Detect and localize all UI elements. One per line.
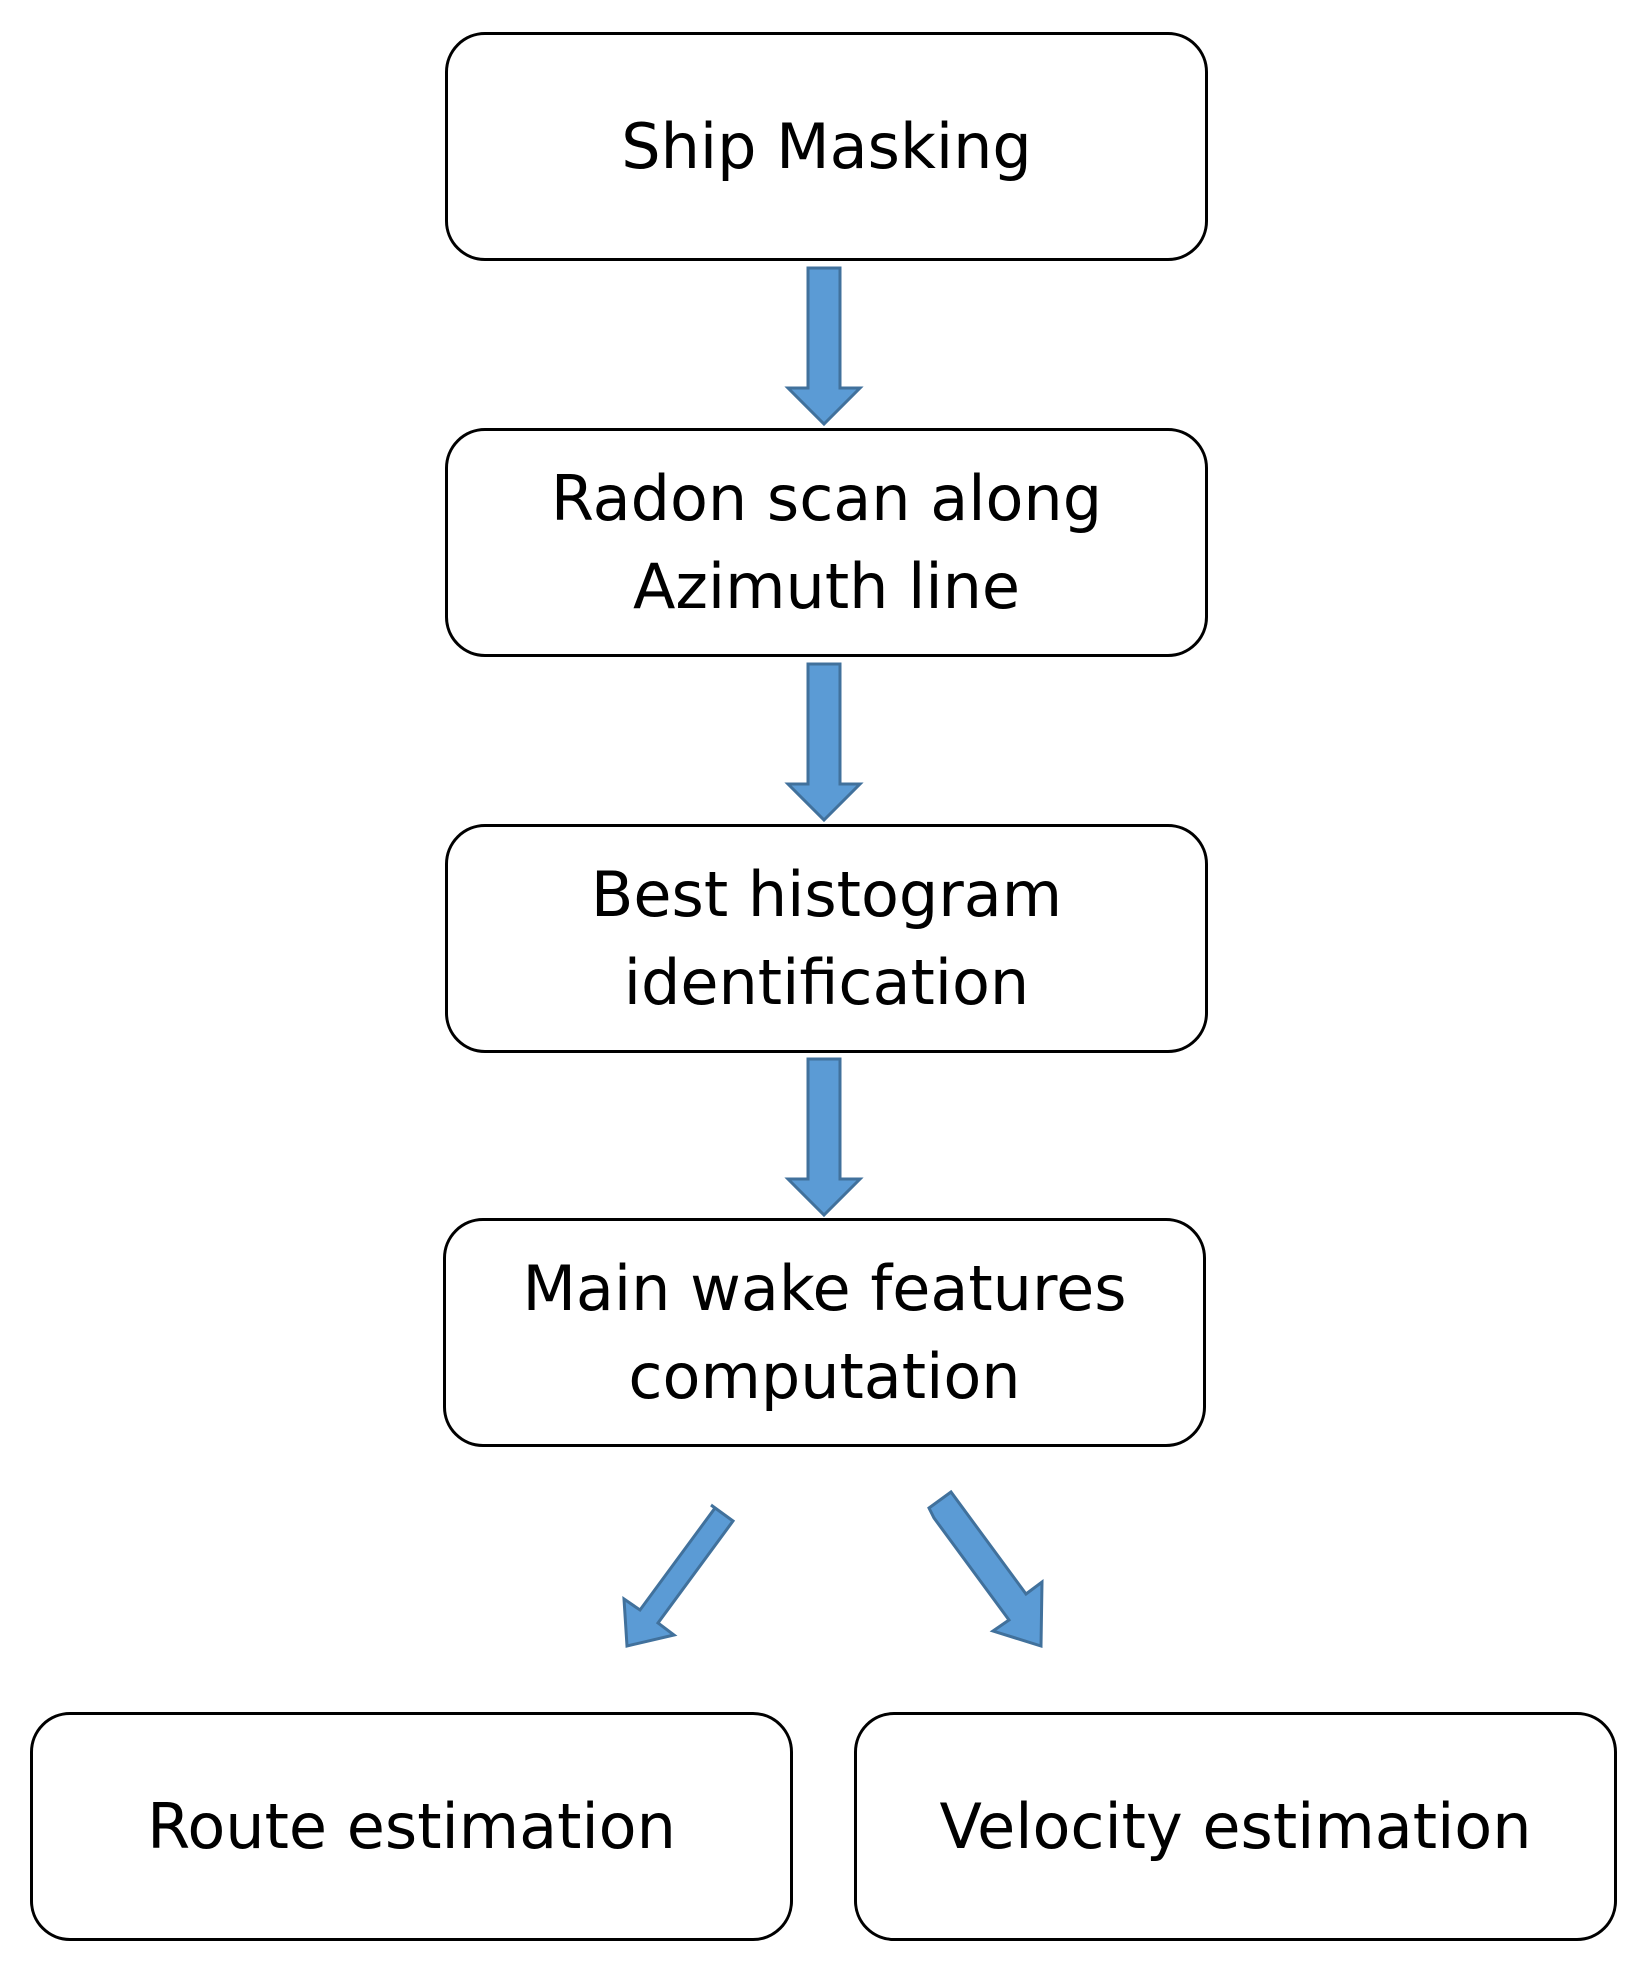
arrow-down-right-icon (927, 1489, 1044, 1649)
node-main-wake: Main wake features computation (443, 1218, 1206, 1447)
node-label-line: Best histogram (590, 857, 1063, 931)
arrow-down-icon (784, 266, 864, 427)
node-radon-scan: Radon scan along Azimuth line (445, 428, 1208, 657)
arrow-down-left-icon (622, 1503, 736, 1648)
node-ship-masking: Ship Masking (445, 32, 1208, 261)
node-label-line: computation (628, 1339, 1021, 1413)
arrow-down-icon (784, 662, 864, 823)
arrow-down-icon (784, 1057, 864, 1218)
node-velocity-estimation: Velocity estimation (854, 1712, 1617, 1941)
node-label-line: Ship Masking (621, 109, 1032, 183)
node-label-line: Azimuth line (632, 549, 1021, 623)
node-route-estimation: Route estimation (30, 1712, 793, 1941)
node-label-line: Radon scan along (550, 461, 1103, 535)
node-label-line: Route estimation (147, 1789, 676, 1863)
node-label-line: Main wake features (522, 1251, 1127, 1325)
node-label-line: Velocity estimation (939, 1789, 1532, 1863)
node-label-line: identification (623, 945, 1030, 1019)
node-best-histogram: Best histogram identification (445, 824, 1208, 1053)
